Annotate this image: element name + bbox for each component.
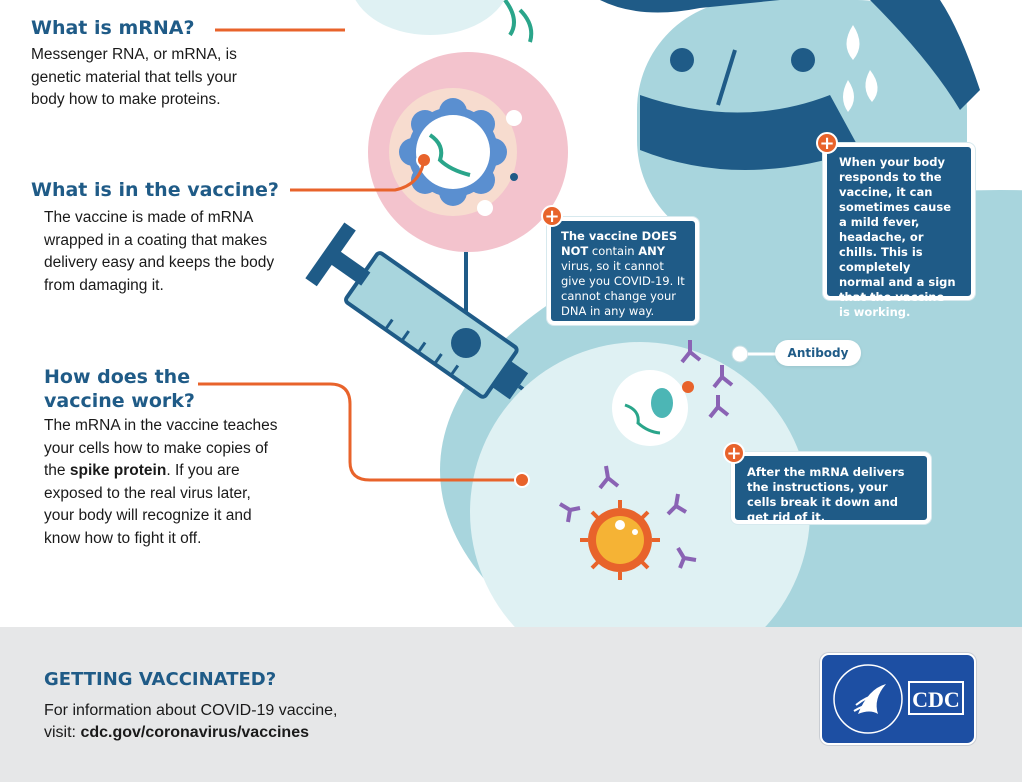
- heading-how-work-line2: vaccine work?: [44, 390, 195, 412]
- plus-icon: +: [723, 442, 745, 464]
- label-antibody: Antibody: [775, 340, 861, 366]
- callout-breakdown: After the mRNA delivers the instructions…: [731, 452, 931, 524]
- syringe-illustration: [305, 222, 585, 433]
- text-how-work-pre: The mRNA in the vaccine teaches your cel…: [44, 417, 278, 479]
- connector-dot: [514, 472, 530, 488]
- callout-no-virus-l2: NOT contain ANY: [561, 244, 666, 258]
- cdc-hhs-logo: CDC: [820, 653, 976, 745]
- footer-title: GETTING VACCINATED?: [44, 669, 277, 690]
- syringe-joint: [451, 328, 481, 358]
- heading-what-in-vaccine: What is in the vaccine?: [31, 179, 279, 201]
- connector-line-how: [198, 382, 522, 482]
- footer-text: For information about COVID-19 vaccine, …: [44, 700, 337, 744]
- callout-no-virus-l1: The vaccine DOES: [561, 229, 678, 243]
- callout-side-effects: When your body responds to the vaccine, …: [823, 143, 975, 319]
- plus-icon: +: [816, 132, 838, 154]
- heading-what-is-mrna: What is mRNA?: [31, 17, 195, 39]
- footer-line2-pre: visit:: [44, 724, 81, 741]
- hhs-seal-icon: [833, 664, 903, 734]
- callout-no-virus: The vaccine DOES NOT contain ANY virus, …: [547, 217, 699, 325]
- cdc-vaccines-link[interactable]: cdc.gov/coronavirus/vaccines: [80, 724, 309, 741]
- text-what-in-vaccine: The vaccine is made of mRNA wrapped in a…: [44, 209, 275, 294]
- antibody-icons: [558, 340, 734, 569]
- cdc-logo-text: CDC: [908, 681, 964, 715]
- cell-illustration: [470, 340, 810, 682]
- callout-no-virus-rest: virus, so it cannot give you COVID-19. I…: [561, 259, 685, 318]
- text-spike-protein: spike protein: [69, 462, 167, 479]
- lipid-nanoparticle-circle: [290, 52, 568, 252]
- heading-how-work-line1: How does the: [44, 366, 191, 388]
- heading-how-work: How does the vaccine work?: [44, 365, 244, 413]
- text-how-work-post: . If you are exposed to the real virus l…: [44, 462, 252, 547]
- cell-top-partial: [355, 0, 534, 43]
- text-what-is-mrna: Messenger RNA, or mRNA, is genetic mater…: [31, 46, 237, 108]
- virus-illustration: [580, 500, 660, 580]
- footer-line1: For information about COVID-19 vaccine,: [44, 702, 338, 719]
- text-how-work: The mRNA in the vaccine teaches your cel…: [44, 415, 284, 550]
- plus-icon: +: [541, 205, 563, 227]
